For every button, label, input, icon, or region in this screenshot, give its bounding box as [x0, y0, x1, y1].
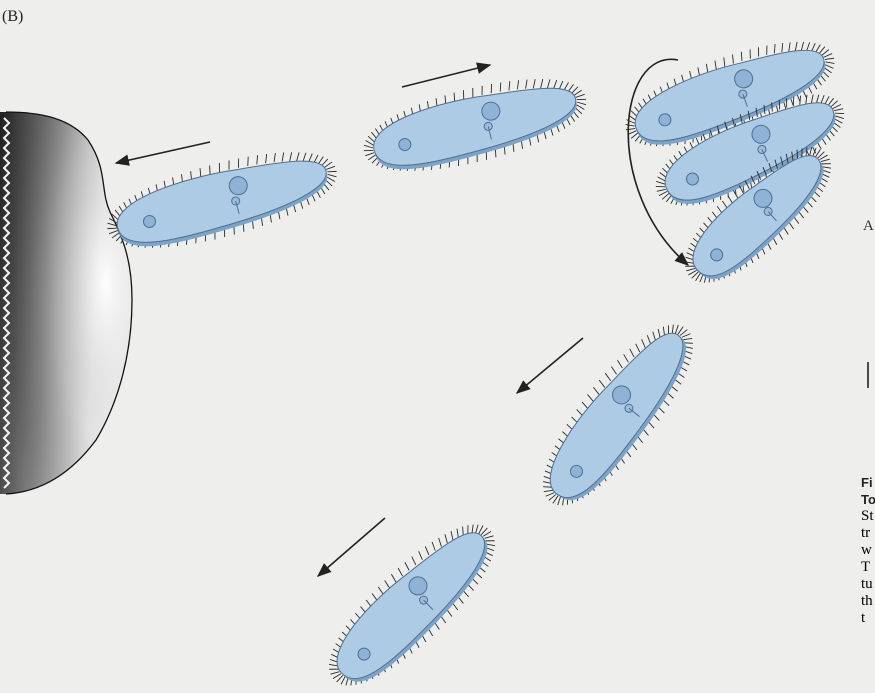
caption-fragment-line: St	[861, 508, 875, 525]
paramecium-cell	[356, 62, 595, 188]
cell-body	[322, 517, 501, 692]
arrow-right-icon	[402, 65, 490, 87]
side-letter: A	[863, 218, 874, 235]
caption-fragment-line: t	[861, 610, 875, 627]
arrow-down-left-icon	[517, 338, 583, 393]
caption-fragment-line: tu	[861, 576, 875, 593]
arrow-left-icon	[116, 142, 210, 163]
caption-fragment-line: th	[861, 593, 875, 610]
paramecium-cell	[521, 306, 714, 524]
obstacle	[0, 112, 132, 494]
paramecium-cell	[98, 134, 345, 266]
arrow-down-left-icon	[318, 518, 385, 576]
cell-body	[534, 319, 700, 510]
caption-fragment-line: To	[861, 491, 875, 508]
cell-body	[367, 73, 582, 176]
caption-fragment-line: tr	[861, 525, 875, 542]
paramecium-cell	[309, 504, 515, 693]
caption-fragment-line: Fi	[861, 474, 875, 491]
caption-fragment-line: T	[861, 559, 875, 576]
caption-fragment-line: w	[861, 542, 875, 559]
